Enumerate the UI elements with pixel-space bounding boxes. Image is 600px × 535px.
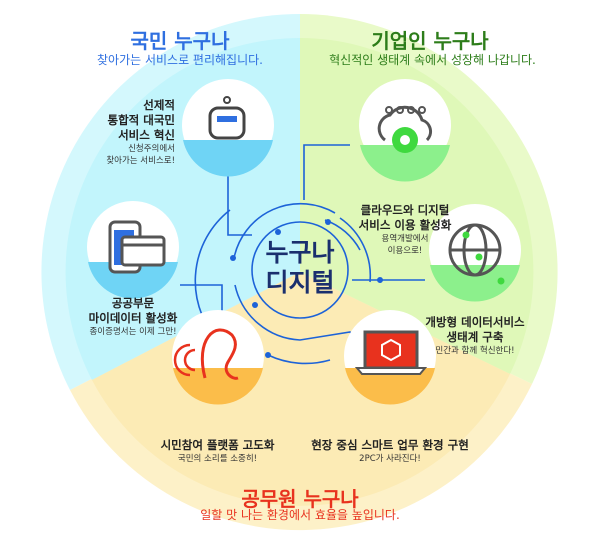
center-title-line1: 누구나	[265, 238, 335, 267]
item-note: 찾아가는 서비스로!	[106, 156, 175, 166]
item-note: 민간과 함께 혁신한다!	[435, 346, 515, 356]
section-citizens-subtitle: 찾아가는 서비스로 편리해집니다.	[96, 53, 263, 67]
item-title: 클라우드와 디지털	[360, 203, 450, 217]
item-proactive-service: 선제적 통합적 대국민 서비스 혁신 신청주의에서 찾아가는 서비스로!	[90, 98, 175, 167]
section-officials-subtitle: 일할 맛 나는 환경에서 효율을 높입니다.	[200, 508, 400, 522]
icon-globe-network-icon	[429, 204, 521, 302]
icon-cloud-gear-icon	[359, 79, 451, 182]
item-title: 개방형 데이터서비스	[425, 315, 525, 329]
item-note: 이용으로!	[387, 246, 423, 256]
item-title: 서비스 이용 활성화	[358, 218, 452, 232]
item-title: 통합적 대국민	[107, 113, 175, 127]
item-open-data: 개방형 데이터서비스 생태계 구축 민간과 함께 혁신한다!	[415, 315, 535, 357]
icon-ear-icon	[172, 310, 264, 405]
item-title: 시민참여 플랫폼 고도화	[160, 438, 275, 452]
item-mydata: 공공부문 마이데이터 활성화 종이증명서는 이제 그만!	[78, 296, 188, 338]
item-note: 용역개발에서	[381, 234, 429, 244]
center-title-line2: 디지털	[265, 268, 335, 297]
center-title: 누구나 디지털	[250, 238, 350, 298]
item-note: 종이증명서는 이제 그만!	[89, 327, 177, 337]
item-smart-work: 현장 중심 스마트 업무 환경 구현 2PC가 사라진다!	[305, 438, 475, 465]
item-title: 선제적	[143, 98, 175, 112]
item-title: 생태계 구축	[446, 330, 504, 344]
item-note: 신청주의에서	[128, 144, 175, 154]
item-citizen-platform: 시민참여 플랫폼 고도화 국민의 소리를 소중히!	[150, 438, 285, 465]
section-business-title: 기업인 누구나	[371, 29, 489, 53]
item-title: 서비스 혁신	[118, 128, 175, 142]
item-note: 국민의 소리를 소중히!	[177, 454, 258, 464]
section-business-subtitle: 혁신적인 생태계 속에서 성장해 나갑니다.	[329, 53, 536, 67]
icon-laptop-icon	[344, 310, 436, 405]
item-title: 마이데이터 활성화	[88, 311, 178, 325]
item-cloud-service: 클라우드와 디지털 서비스 이용 활성화 용역개발에서 이용으로!	[345, 203, 465, 257]
section-officials-title: 공무원 누구나	[241, 487, 359, 511]
icon-phone-card-icon	[87, 201, 179, 299]
icon-robot-chat-icon	[182, 79, 274, 177]
item-note: 2PC가 사라진다!	[359, 454, 421, 464]
section-citizens-title: 국민 누구나	[130, 29, 230, 53]
item-title: 공공부문	[111, 296, 155, 310]
item-title: 현장 중심 스마트 업무 환경 구현	[311, 438, 469, 452]
